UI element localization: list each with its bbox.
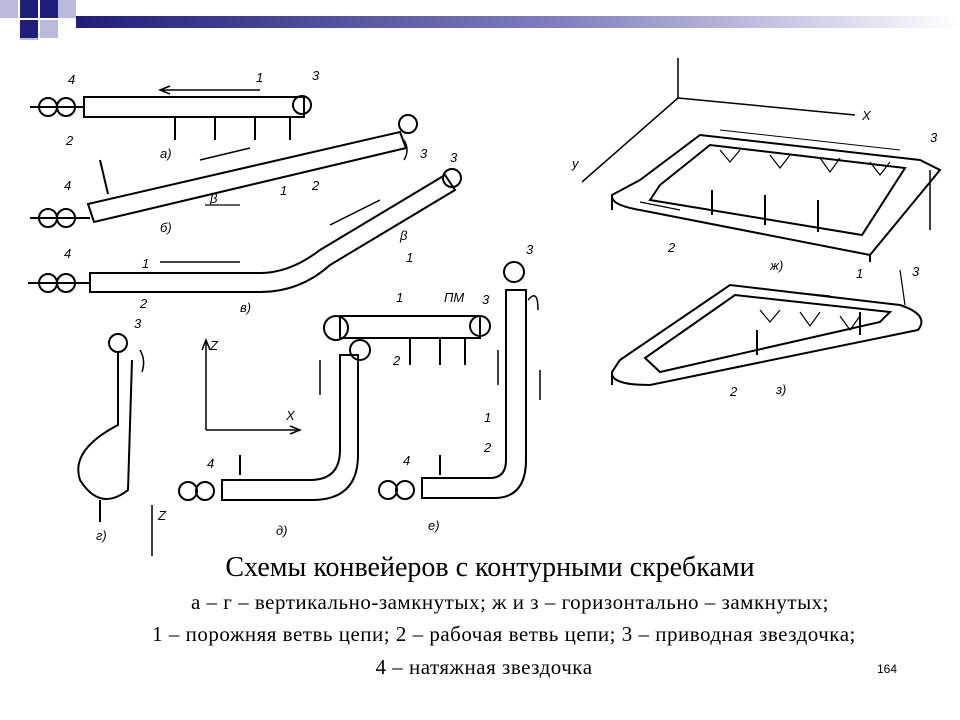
panel-label-z: з) xyxy=(775,382,786,397)
tension-sprocket-4 xyxy=(395,480,415,500)
label-4: 4 xyxy=(64,178,71,193)
scheme-a: 4 2 1 3 а) xyxy=(30,68,320,161)
tension-sprocket-4 xyxy=(178,481,198,501)
label-1: 1 xyxy=(280,183,287,198)
scheme-b: 4 β 1 2 3 б) xyxy=(30,114,428,235)
scheme-zh: X y 3 2 1 ж) xyxy=(571,58,942,281)
deco-square xyxy=(40,0,58,18)
drive-sprocket-3 xyxy=(442,168,462,188)
panel-label-a: а) xyxy=(160,146,172,161)
deco-square xyxy=(20,0,38,18)
label-2: 2 xyxy=(483,440,492,455)
deco-square xyxy=(40,20,58,38)
closed-contour-inner xyxy=(648,143,907,237)
scheme-v: 4 1 2 β 1 3 в) xyxy=(28,150,462,315)
label-4: 4 xyxy=(68,72,75,87)
legend-line-1: а – г – вертикально-замкнутых; ж и з – г… xyxy=(190,590,830,614)
corner-decoration xyxy=(0,0,960,40)
deco-square xyxy=(0,0,18,18)
scheme-e: 4 3 1 2 е) xyxy=(378,242,541,533)
axis-label-x: X xyxy=(861,108,872,123)
bent-trough xyxy=(89,173,457,293)
idler xyxy=(349,339,371,361)
panel-label-g: г) xyxy=(96,528,107,543)
scheme-g: 3 г) Z xyxy=(77,316,167,556)
label-2: 2 xyxy=(729,384,738,399)
drive-sprocket-3 xyxy=(503,261,525,283)
inclined-trough xyxy=(86,130,408,224)
label-2: 2 xyxy=(667,240,676,255)
label-3: 3 xyxy=(312,68,320,83)
drive-sprocket-3 xyxy=(469,315,491,337)
deco-square xyxy=(20,20,38,38)
x-axis xyxy=(677,97,856,116)
drive-sprocket-3 xyxy=(398,114,418,134)
drive-sprocket-3 xyxy=(292,95,312,115)
return-sprocket xyxy=(323,315,349,341)
label-pm: ПМ xyxy=(444,290,464,305)
scheme-z: 3 2 з) xyxy=(610,264,923,399)
legend-line-2: 1 – порожняя ветвь цепи; 2 – рабочая вет… xyxy=(152,622,856,646)
vertical-loop xyxy=(77,352,133,500)
panel-label-v: в) xyxy=(240,300,251,315)
panel-label-e: е) xyxy=(428,518,440,533)
label-beta: β xyxy=(209,191,218,206)
triangular-contour-outer xyxy=(610,283,923,387)
tension-sprocket-4 xyxy=(378,480,398,500)
triangular-contour-inner xyxy=(643,293,893,374)
page-number: 164 xyxy=(877,662,898,676)
drive-sprocket-3 xyxy=(108,333,128,353)
axis-label-y: y xyxy=(571,156,580,171)
label-1: 1 xyxy=(856,266,863,281)
deco-square xyxy=(0,20,18,38)
label-3: 3 xyxy=(912,264,920,279)
label-1: 1 xyxy=(142,256,149,271)
axis-label-z: Z xyxy=(157,508,167,523)
label-beta: β xyxy=(399,228,408,243)
label-3: 3 xyxy=(930,130,938,145)
trough xyxy=(83,96,305,118)
axis-label-z: Z xyxy=(209,338,219,353)
label-1: 1 xyxy=(484,410,491,425)
l-trough xyxy=(421,289,527,499)
label-1: 1 xyxy=(256,70,263,85)
label-2: 2 xyxy=(139,296,148,311)
label-2: 2 xyxy=(392,353,401,368)
scheme-d: 4 1 2 ПМ 3 д) xyxy=(178,290,491,538)
label-3: 3 xyxy=(482,292,490,307)
label-4: 4 xyxy=(403,453,410,468)
top-gradient-bar xyxy=(76,16,960,28)
label-3: 3 xyxy=(420,146,428,161)
label-2: 2 xyxy=(65,133,74,148)
label-1: 1 xyxy=(406,250,413,265)
tension-sprocket-4 xyxy=(195,481,215,501)
deco-square xyxy=(20,38,38,40)
label-3: 3 xyxy=(450,150,458,165)
axes-zx: Z X xyxy=(201,337,303,435)
label-3: 3 xyxy=(134,316,142,331)
label-4: 4 xyxy=(207,456,214,471)
label-2: 2 xyxy=(311,178,320,193)
l-trough xyxy=(221,354,359,501)
y-axis xyxy=(581,97,679,183)
label-1: 1 xyxy=(396,290,403,305)
legend-line-3: 4 – натяжная звездочка xyxy=(375,655,593,679)
label-4: 4 xyxy=(64,246,71,261)
upper-trough xyxy=(339,315,481,339)
slide-title: Схемы конвейеров с контурными скребками xyxy=(225,552,755,583)
panel-label-b: б) xyxy=(160,220,172,235)
label-3: 3 xyxy=(526,242,534,257)
deco-square xyxy=(58,0,76,18)
panel-label-d: д) xyxy=(276,523,288,538)
axis-label-x: X xyxy=(285,408,296,423)
panel-label-zh: ж) xyxy=(769,258,783,273)
conveyor-schemes-drawing: 4 2 1 3 а) 4 β 1 2 3 б) xyxy=(28,58,942,556)
